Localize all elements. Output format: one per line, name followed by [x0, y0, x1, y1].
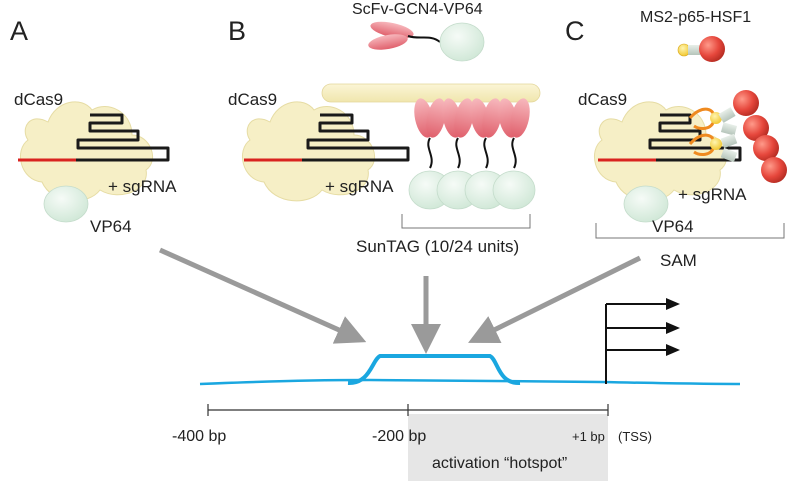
- position-axis: -400 bp -200 bp +1 bp (TSS): [172, 404, 652, 445]
- antibody-2: [442, 98, 474, 169]
- panel-c-dcas9-body: [594, 101, 727, 202]
- panel-c-dcas9-label: dCas9: [578, 90, 627, 109]
- arrow-from-a: [158, 247, 367, 344]
- panel-a-dcas9-label: dCas9: [14, 90, 63, 109]
- panel-c: C MS2-p65-HSF1 dCas9: [565, 9, 787, 270]
- converging-arrows: [158, 247, 642, 354]
- antibody-4: [498, 98, 530, 169]
- panel-b-fusion-label: ScFv-GCN4-VP64: [352, 1, 483, 18]
- suntag-label: SunTAG (10/24 units): [356, 237, 519, 256]
- panel-c-letter: C: [565, 16, 585, 46]
- suntag-antibodies: [414, 98, 530, 169]
- hsf1-effectors: [710, 90, 787, 183]
- suntag-vp64-balls: [408, 170, 536, 210]
- panel-a-vp64-label: VP64: [90, 217, 132, 236]
- axis-label-minus200: -200 bp: [372, 428, 426, 445]
- sam-label: SAM: [660, 251, 697, 270]
- antibody-3: [470, 98, 502, 169]
- scfv-gcn4-vp64-icon: [368, 21, 485, 62]
- suntag-scaffold: [321, 83, 541, 103]
- dna-strand-lower: [199, 378, 741, 386]
- axis-label-plus1: +1 bp: [572, 429, 605, 444]
- panel-c-vp64-ball: [623, 185, 669, 223]
- ms2-p65-hsf1-icon: [677, 36, 725, 62]
- panel-c-fusion-label: MS2-p65-HSF1: [640, 9, 751, 26]
- panel-a-sgrna: [75, 113, 170, 162]
- axis-label-tss: (TSS): [618, 429, 652, 444]
- dna-promoter: [199, 298, 741, 386]
- panel-c-sgrna-label: + sgRNA: [678, 185, 747, 204]
- panel-a-sgrna-label: + sgRNA: [108, 177, 177, 196]
- panel-a-dcas9-body: [20, 101, 153, 202]
- arrow-from-c: [468, 255, 642, 344]
- dna-bulge: [347, 354, 521, 386]
- panel-b-sgrna-label: + sgRNA: [325, 177, 394, 196]
- sam-bracket: [595, 223, 785, 239]
- hotspot-label: activation “hotspot”: [432, 455, 567, 472]
- hotspot-band: [408, 414, 608, 481]
- panel-b: B ScFv-GCN4-VP64 dCas9 + sgRNA: [228, 1, 541, 256]
- antibody-1: [414, 98, 446, 169]
- panel-b-dcas9-label: dCas9: [228, 90, 277, 109]
- panel-b-letter: B: [228, 16, 246, 46]
- panel-a-letter: A: [10, 16, 28, 46]
- axis-label-minus400: -400 bp: [172, 428, 226, 445]
- panel-b-dcas9-body: [242, 101, 375, 202]
- panel-a: A dCas9 + sgRNA VP64: [10, 16, 177, 236]
- suntag-bracket: [401, 214, 531, 229]
- panel-b-sgrna: [300, 113, 410, 162]
- panel-c-vp64-label: VP64: [652, 217, 694, 236]
- panel-a-vp64-ball: [43, 185, 89, 223]
